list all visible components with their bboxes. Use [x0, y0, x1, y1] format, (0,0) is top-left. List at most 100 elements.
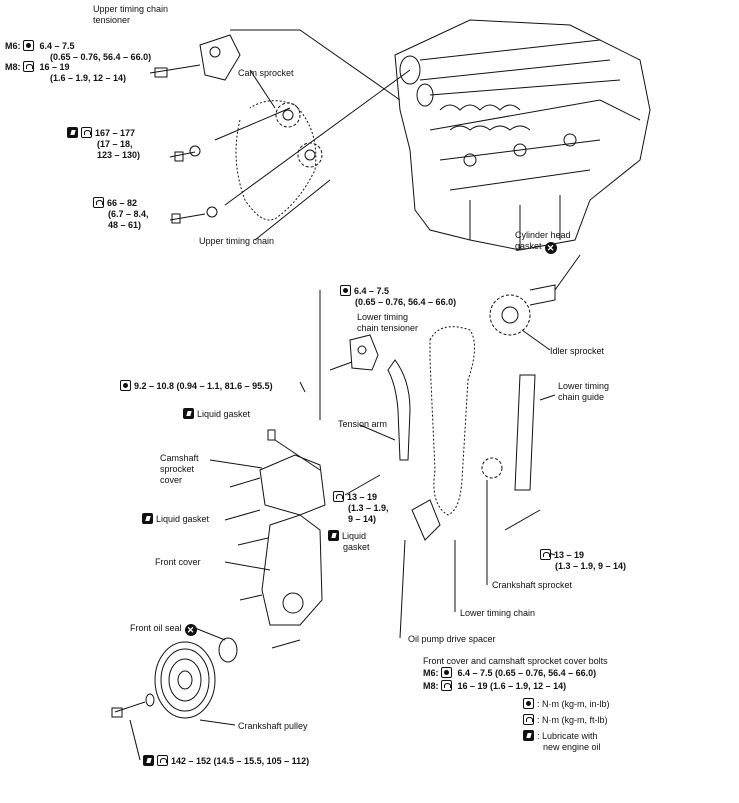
nm-torque-icon — [23, 40, 35, 51]
lower-guide-line2: chain guide — [558, 392, 605, 402]
label-crankshaft-pulley: Crankshaft pulley — [238, 721, 308, 731]
kg-torque-icon — [441, 680, 453, 691]
liquid-gasket-1-text: Liquid gasket — [197, 409, 251, 419]
torque-142: 142 – 152 (14.5 – 15.5, 105 – 112) — [143, 755, 309, 767]
liquid-gasket-icon — [183, 408, 194, 419]
legend-nm-text: : N·m (kg-m, in-lb) — [537, 699, 610, 709]
front-cover-part — [261, 514, 323, 626]
torque-13a-line2: (1.3 – 1.9, — [348, 503, 389, 513]
label-lower-chain-guide: Lower timing chain guide — [558, 381, 609, 403]
kg-torque-icon — [540, 549, 551, 560]
m6-prefix: M6: — [5, 41, 21, 51]
torque-167-line2: (17 – 18, — [97, 139, 133, 149]
lower-tensioner-line2: chain tensioner — [357, 323, 419, 333]
replace-icon: ✕ — [544, 242, 557, 254]
lubricate-icon — [523, 730, 534, 741]
torque-m6-top: M6: 6.4 – 7.5 (0.65 – 0.76, 56.4 – 66.0) — [5, 40, 151, 63]
m6-sub: (0.65 – 0.76, 56.4 – 66.0) — [50, 52, 152, 62]
legend-lubricate-text: : Lubricate with — [537, 731, 598, 741]
torque-9-2-value: 9.2 – 10.8 (0.94 – 1.1, 81.6 – 95.5) — [134, 381, 273, 391]
front-oil-seal — [218, 637, 238, 663]
kg-torque-icon — [333, 491, 344, 502]
legend-lubricate: : Lubricate with new engine oil — [523, 730, 601, 753]
cover-m6-value: 6.4 – 7.5 (0.65 – 0.76, 56.4 – 66.0) — [457, 668, 597, 678]
label-front-oil-seal: Front oil seal✕ — [130, 623, 197, 636]
nm-torque-icon — [340, 285, 351, 296]
cam-cover-line1: Camshaft — [160, 453, 199, 463]
nm-torque-icon — [523, 698, 534, 709]
torque-lower-tensioner: 6.4 – 7.5 (0.65 – 0.76, 56.4 – 66.0) — [340, 285, 456, 308]
idler-sprocket — [489, 294, 531, 336]
torque-lower-tens-line2: (0.65 – 0.76, 56.4 – 66.0) — [355, 297, 457, 307]
cover-m8-prefix: M8: — [423, 681, 439, 691]
torque-13-b: 13 – 19 (1.3 – 1.9, 9 – 14) — [540, 549, 626, 572]
label-cover-bolts-title: Front cover and camshaft sprocket cover … — [423, 656, 608, 666]
crankshaft-sprocket — [481, 457, 503, 479]
torque-66-line2: (6.7 – 8.4, — [108, 209, 149, 219]
upper-timing-chain — [235, 100, 317, 221]
cam-sprocket-1 — [275, 102, 301, 128]
cam-cover-line2: sprocket — [160, 464, 195, 474]
torque-13a-line1: 13 – 19 — [347, 492, 378, 502]
kg-torque-icon — [157, 755, 168, 766]
liquid-gasket-icon — [328, 530, 339, 541]
lubricate-icon — [143, 755, 154, 766]
label-oil-pump-spacer: Oil pump drive spacer — [408, 634, 496, 644]
lower-timing-chain — [429, 326, 475, 516]
torque-13-a: 13 – 19 (1.3 – 1.9, 9 – 14) — [333, 491, 389, 525]
liquid-gasket-icon — [142, 513, 153, 524]
torque-13b-line2: (1.3 – 1.9, 9 – 14) — [555, 561, 627, 571]
label-liquid-gasket-3: Liquid gasket — [328, 530, 370, 553]
torque-167: 167 – 177 (17 – 18, 123 – 130) — [67, 127, 140, 161]
nm-torque-icon — [120, 380, 131, 391]
torque-66-line3: 48 – 61) — [108, 220, 142, 230]
legend-kg-text: : N·m (kg-m, ft-lb) — [537, 715, 608, 725]
label-upper-tensioner-line2: tensioner — [93, 15, 131, 25]
label-lower-tensioner: Lower timing chain tensioner — [357, 312, 418, 334]
liquid-gasket-3-line1: Liquid — [342, 531, 367, 541]
torque-13a-line3: 9 – 14) — [348, 514, 377, 524]
m8-sub: (1.6 – 1.9, 12 – 14) — [50, 73, 127, 83]
cyl-head-gasket-line1: Cylinder head — [515, 230, 571, 240]
oil-pump-spacer — [411, 499, 441, 541]
crankshaft-pulley-part — [154, 641, 216, 719]
torque-13b-line1: 13 – 19 — [554, 550, 585, 560]
label-lower-timing-chain: Lower timing chain — [460, 608, 536, 618]
label-upper-timing-chain: Upper timing chain — [199, 236, 275, 246]
label-cam-sprocket: Cam sprocket — [238, 68, 294, 78]
label-upper-tensioner-line1: Upper timing chain — [93, 4, 169, 14]
label-crankshaft-sprocket: Crankshaft sprocket — [492, 580, 573, 590]
cam-sprocket-2 — [297, 142, 323, 168]
label-liquid-gasket-1: Liquid gasket — [183, 408, 250, 420]
torque-m8-top: M8: 16 – 19 (1.6 – 1.9, 12 – 14) — [5, 61, 126, 84]
label-tension-arm: Tension arm — [338, 419, 388, 429]
kg-torque-icon — [81, 127, 92, 138]
lubricate-icon — [67, 127, 78, 138]
lower-tensioner-part — [329, 334, 379, 371]
front-oil-seal-text: Front oil seal — [130, 623, 182, 633]
m6-value: 6.4 – 7.5 — [39, 41, 75, 51]
m8-prefix: M8: — [5, 62, 21, 72]
label-cam-sprocket-cover: Camshaft sprocket cover — [160, 453, 199, 486]
liquid-gasket-3-line2: gasket — [343, 542, 370, 552]
lower-guide-line1: Lower timing — [558, 381, 610, 391]
cover-m6: M6: 6.4 – 7.5 (0.65 – 0.76, 56.4 – 66.0) — [423, 667, 596, 679]
legend-nm: : N·m (kg-m, in-lb) — [523, 698, 610, 710]
kg-torque-icon — [93, 197, 104, 208]
cover-m6-prefix: M6: — [423, 668, 439, 678]
kg-torque-icon — [23, 61, 35, 72]
lower-tensioner-line1: Lower timing — [357, 312, 409, 322]
label-liquid-gasket-2: Liquid gasket — [142, 513, 209, 525]
torque-66-line1: 66 – 82 — [107, 198, 138, 208]
replace-icon: ✕ — [184, 624, 197, 636]
cam-sprocket-cover-part — [259, 429, 326, 516]
m8-value: 16 – 19 — [39, 62, 70, 72]
cover-m8: M8: 16 – 19 (1.6 – 1.9, 12 – 14) — [423, 680, 566, 692]
label-front-cover: Front cover — [155, 557, 201, 567]
tension-arm — [387, 359, 411, 461]
liquid-gasket-2-text: Liquid gasket — [156, 514, 210, 524]
cyl-head-gasket-line2: gasket — [515, 241, 542, 251]
cover-m8-value: 16 – 19 (1.6 – 1.9, 12 – 14) — [457, 681, 567, 691]
kg-torque-icon — [523, 714, 534, 725]
